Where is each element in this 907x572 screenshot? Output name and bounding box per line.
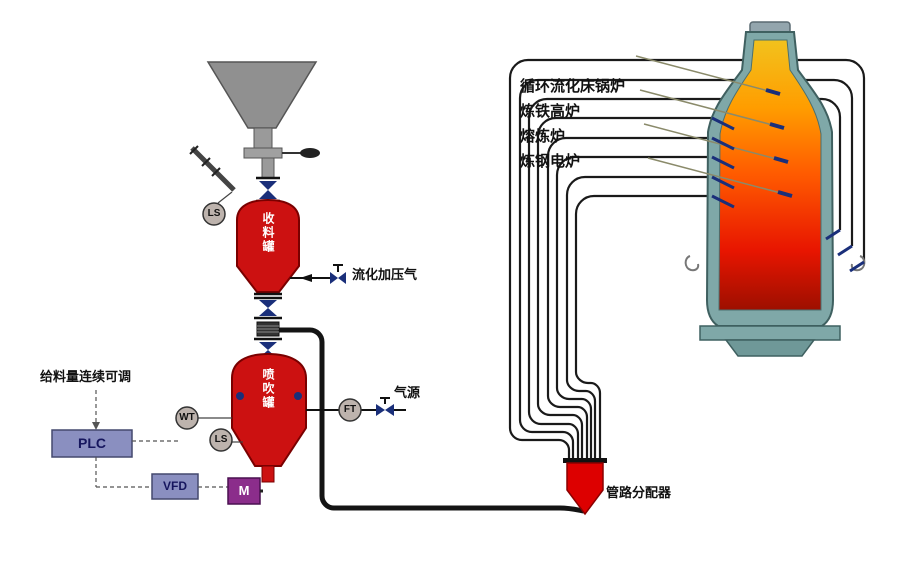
- discharge-stub: [261, 465, 275, 483]
- conveying-pipes: [508, 58, 866, 462]
- lance-tip: [773, 156, 789, 164]
- lance: [647, 157, 793, 197]
- inlet-flange: [201, 157, 211, 167]
- wt-sensor-label: WT: [179, 412, 195, 423]
- hopper-funnel: [206, 61, 318, 129]
- furnace: [684, 21, 866, 357]
- sensor-lead: [217, 191, 233, 204]
- lance: [635, 55, 781, 95]
- receiving-tank-body: [236, 198, 300, 293]
- motor-label: M: [238, 483, 250, 498]
- valve-icon: [385, 404, 394, 416]
- receiving-tank-label: 收料罐: [261, 212, 275, 254]
- distributor-body: [566, 462, 604, 516]
- application-list: 循环流化床锅炉 炼铁高炉 熔炼炉 炼钢电炉: [520, 74, 625, 174]
- valve-icon: [259, 300, 277, 308]
- conveying-pipe: [536, 116, 716, 462]
- fluidizing-gas-label: 流化加压气: [352, 267, 418, 282]
- conveying-pipe: [574, 194, 716, 462]
- application-item: 循环流化床锅炉: [520, 78, 626, 95]
- conveying-pipe: [527, 97, 842, 462]
- inlet-flange: [189, 145, 199, 155]
- gas-source-line: [306, 397, 406, 416]
- top-dome-valve: [256, 176, 280, 203]
- valve-icon: [259, 190, 277, 199]
- wall-nozzle: [711, 136, 735, 151]
- shoulder-nozzle-icon: [294, 392, 302, 400]
- vfd-label: VFD: [163, 479, 187, 493]
- vfd-box: [151, 473, 199, 500]
- lance-tip: [777, 190, 793, 198]
- furnace-base: [724, 339, 816, 357]
- wall-nozzle: [711, 194, 735, 209]
- feed-hopper: [189, 61, 320, 192]
- application-item: 熔炼炉: [520, 128, 566, 145]
- pipeline-distributor: [563, 458, 607, 516]
- lance-tip: [769, 122, 785, 130]
- sensors: [175, 202, 362, 452]
- distributor-flange: [563, 458, 607, 463]
- flow-arrow-icon: [300, 274, 312, 282]
- wall-nozzle-right: [849, 260, 865, 273]
- wt-sensor: [175, 406, 199, 430]
- receiving-tank: [217, 191, 300, 293]
- injection-tank-label: 喷吹罐: [261, 368, 275, 410]
- lance-tip: [765, 88, 781, 96]
- wall-nozzle: [711, 175, 735, 190]
- inlet-flange: [211, 167, 221, 177]
- injection-lances: [635, 55, 865, 273]
- wall-nozzle-right: [837, 244, 853, 257]
- gas-source-label: 气源: [394, 385, 421, 400]
- injection-tank-body: [231, 352, 307, 467]
- lance: [639, 89, 785, 129]
- conveying-pipe: [546, 136, 716, 462]
- inlet-pipe: [190, 146, 236, 192]
- ls-sensor-bottom-label: LS: [214, 434, 228, 445]
- hopper-neck: [253, 127, 273, 149]
- valve-icon: [330, 272, 338, 284]
- conveying-pipe: [518, 78, 854, 462]
- wall-nozzle: [711, 155, 735, 170]
- lance: [643, 123, 789, 163]
- transport-pipe: [268, 327, 585, 514]
- ft-sensor: [338, 398, 362, 422]
- fluidizing-gas-line: [290, 264, 346, 284]
- ls-sensor-top: [202, 202, 226, 226]
- gate-valve: [243, 147, 283, 159]
- ft-sensor-label: FT: [343, 404, 357, 415]
- conveying-pipe: [565, 175, 716, 462]
- ls-sensor-top-label: LS: [207, 208, 221, 219]
- trunnion-hook-right: [850, 255, 866, 272]
- control-system: [51, 390, 263, 505]
- arrow-down-icon: [92, 422, 100, 430]
- wall-nozzle: [711, 116, 735, 131]
- plc-box: [51, 429, 133, 458]
- furnace-interior: [718, 39, 822, 311]
- handwheel-icon: [300, 148, 320, 158]
- application-item: 炼铁高炉: [520, 103, 581, 120]
- conveying-pipe: [555, 155, 716, 462]
- plc-label: PLC: [78, 435, 106, 451]
- ls-sensor-bottom: [209, 428, 233, 452]
- furnace-base-ring: [699, 325, 841, 341]
- trunnion-hook-left: [684, 255, 700, 272]
- feed-note-label: 给料量连续可调: [40, 369, 132, 384]
- inter-tank-valves: [254, 292, 282, 358]
- distributor-label: 管路分配器: [606, 485, 672, 500]
- valve-icon: [338, 272, 346, 284]
- shoulder-nozzle-icon: [236, 392, 244, 400]
- drop-pipe: [261, 157, 275, 179]
- conveying-pipe: [508, 58, 866, 462]
- valve-icon: [259, 342, 277, 350]
- valve-icon: [376, 404, 385, 416]
- valve-icon: [259, 308, 277, 316]
- valve-icon: [259, 181, 277, 190]
- application-item: 炼钢电炉: [520, 153, 581, 170]
- wall-nozzle-right: [825, 228, 841, 241]
- injection-tank: [198, 352, 307, 483]
